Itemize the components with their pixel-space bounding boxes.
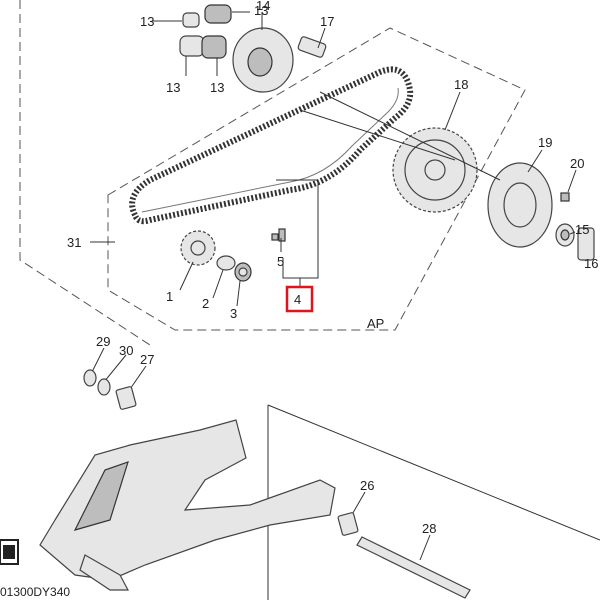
frame-edge (19, 0, 151, 346)
callout-13-b: 13 (254, 3, 268, 18)
callout-14: 14 (256, 0, 270, 13)
pivot-seal[interactable] (97, 378, 111, 396)
sprocket-nut[interactable] (234, 262, 252, 282)
clutch-hub[interactable] (232, 27, 294, 93)
assembly-outline (107, 27, 526, 331)
pivot-bearing[interactable] (83, 369, 97, 387)
callout-3: 3 (230, 306, 237, 321)
lock-washer[interactable] (216, 255, 236, 271)
callout-20: 20 (570, 156, 584, 171)
callout-ap: AP (367, 316, 384, 331)
callout-19: 19 (538, 135, 552, 150)
rear-sprocket[interactable] (392, 127, 478, 213)
leader-lines (90, 11, 577, 561)
hub-bolt[interactable] (560, 192, 570, 202)
pivot-shaft[interactable] (356, 536, 471, 599)
damper-13d[interactable] (201, 35, 227, 59)
damper-13c[interactable] (179, 35, 205, 57)
callout-labels: 13 13 13 13 14 17 18 19 20 15 16 31 1 2 … (67, 0, 598, 536)
swingarm[interactable] (39, 419, 336, 591)
damper-13a[interactable] (182, 12, 200, 28)
hub-collar[interactable] (297, 36, 327, 58)
callout-26: 26 (360, 478, 374, 493)
callout-31: 31 (67, 235, 81, 250)
callout-5: 5 (277, 254, 284, 269)
bearing[interactable] (555, 223, 575, 247)
book-icon (0, 539, 19, 565)
callout-13-c: 13 (166, 80, 180, 95)
diagram-code: 01300DY340 (0, 585, 70, 599)
callout-13-a: 13 (140, 14, 154, 29)
callout-4-highlight[interactable] (285, 285, 314, 313)
callout-15: 15 (575, 222, 589, 237)
callout-27: 27 (140, 352, 154, 367)
callout-2: 2 (202, 296, 209, 311)
chain-joint[interactable] (271, 228, 286, 242)
callout-4: 4 (294, 292, 301, 307)
callout-18: 18 (454, 77, 468, 92)
collar[interactable] (577, 227, 595, 261)
pivot-plate[interactable] (115, 386, 137, 410)
drive-sprocket[interactable] (180, 230, 216, 266)
callout-1: 1 (166, 289, 173, 304)
pivot-plate-right[interactable] (337, 512, 359, 536)
callout-13-d: 13 (210, 80, 224, 95)
callout-30: 30 (119, 343, 133, 358)
callout-17: 17 (320, 14, 334, 29)
sprocket-hub[interactable] (487, 162, 553, 248)
callout-28: 28 (422, 521, 436, 536)
callout-29: 29 (96, 334, 110, 349)
callout-16: 16 (584, 256, 598, 271)
drive-chain-inner (141, 87, 399, 213)
drive-chain (129, 66, 414, 225)
damper-13b[interactable] (204, 4, 232, 24)
